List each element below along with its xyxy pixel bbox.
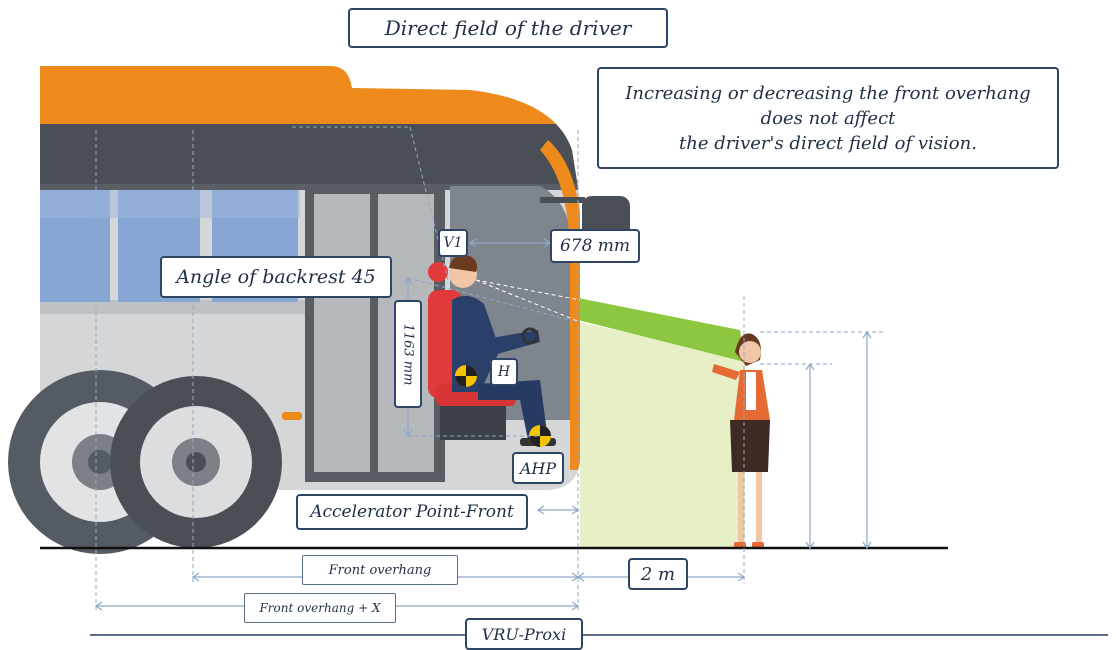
ahp-label: AHP xyxy=(512,452,564,484)
v1-distance-label: 678 mm xyxy=(550,229,640,263)
vru-proxi-label: VRU-Proxi xyxy=(465,618,583,650)
rear-wheel-2 xyxy=(110,376,282,548)
note-line-1: Increasing or decreasing the front overh… xyxy=(625,81,1030,106)
backrest-angle-label: Angle of backrest 45 xyxy=(160,256,392,298)
h-point-label: H xyxy=(490,358,518,386)
front-overhang-x-label: Front overhang + X xyxy=(244,593,396,623)
note-line-3: the driver's direct field of vision. xyxy=(679,131,977,156)
front-overhang-label: Front overhang xyxy=(302,555,458,585)
note-line-2: does not affect xyxy=(761,106,896,131)
diagram-title: Direct field of the driver xyxy=(348,8,668,48)
two-meter-label: 2 m xyxy=(628,558,688,590)
vertical-distance-label: 1163 mm xyxy=(394,300,422,408)
accelerator-point-label: Accelerator Point-Front xyxy=(296,494,528,530)
direct-field-area xyxy=(580,322,745,548)
v1-point-label: V1 xyxy=(438,229,468,257)
ahp-marker xyxy=(529,425,551,447)
vertical-distance-text: 1163 mm xyxy=(401,323,416,385)
overhang-note: Increasing or decreasing the front overh… xyxy=(597,67,1059,169)
h-point-marker xyxy=(455,365,477,387)
